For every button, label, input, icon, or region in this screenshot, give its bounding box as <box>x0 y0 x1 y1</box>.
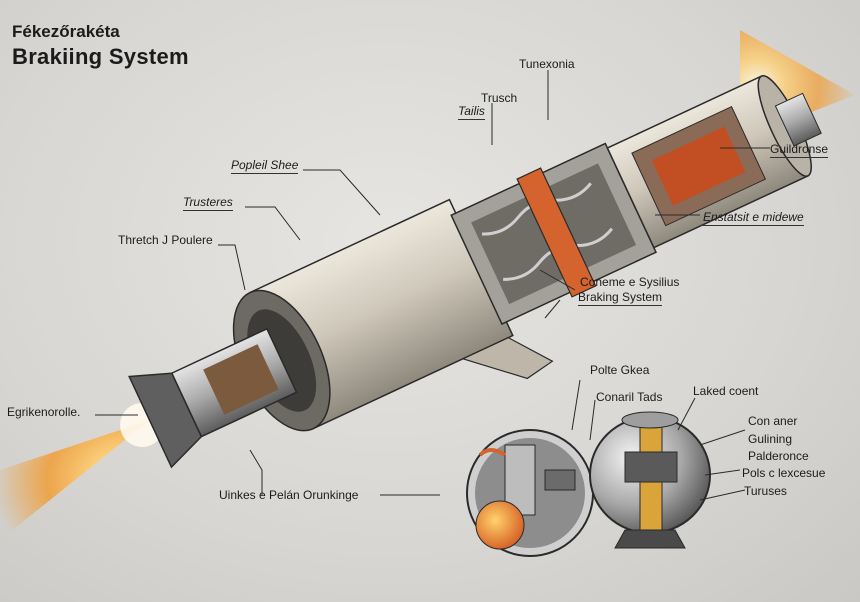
label-popleil-shee: Popleil Shee <box>231 158 299 174</box>
label-palderonce: Palderonce <box>748 449 809 463</box>
braking-capsule-sphere <box>589 411 711 549</box>
exhaust-flame-left <box>0 403 164 540</box>
label-coneme: Coneme e Sysilius <box>580 275 680 289</box>
rocket-body <box>128 75 822 469</box>
label-enstatsit: Enstatsit e midewe <box>703 210 804 226</box>
label-egrikenorolle: Egrikenorolle. <box>7 405 81 419</box>
label-gulining: Gulining <box>748 432 793 446</box>
inset-cutaway-disc <box>466 429 594 557</box>
label-trusteres: Trusteres <box>183 195 233 211</box>
label-con-aner: Con aner <box>748 414 798 428</box>
label-pols-lexcesue: Pols c lexcesue <box>742 466 826 480</box>
label-turuses: Turuses <box>744 484 787 498</box>
label-polte-gkea: Polte Gkea <box>590 363 650 377</box>
leader-lines <box>95 70 770 501</box>
label-uinkes: Uinkes e Pelán Orunkinge <box>219 488 359 502</box>
label-tunexonia: Tunexonia <box>519 57 575 71</box>
title-hungarian: Fékezőrakéta <box>12 22 120 41</box>
label-braking-system: Braking System <box>578 290 663 306</box>
title-english: Brakiing System <box>12 44 189 69</box>
label-tailis: Tailis <box>458 104 485 120</box>
label-laked-coent: Laked coent <box>693 384 759 398</box>
label-conaril-tads: Conaril Tads <box>596 390 663 404</box>
label-trusch: Trusch <box>481 91 518 105</box>
label-guildronse: Guildronse <box>770 142 829 158</box>
label-thretch: Thretch J Poulere <box>118 233 213 247</box>
